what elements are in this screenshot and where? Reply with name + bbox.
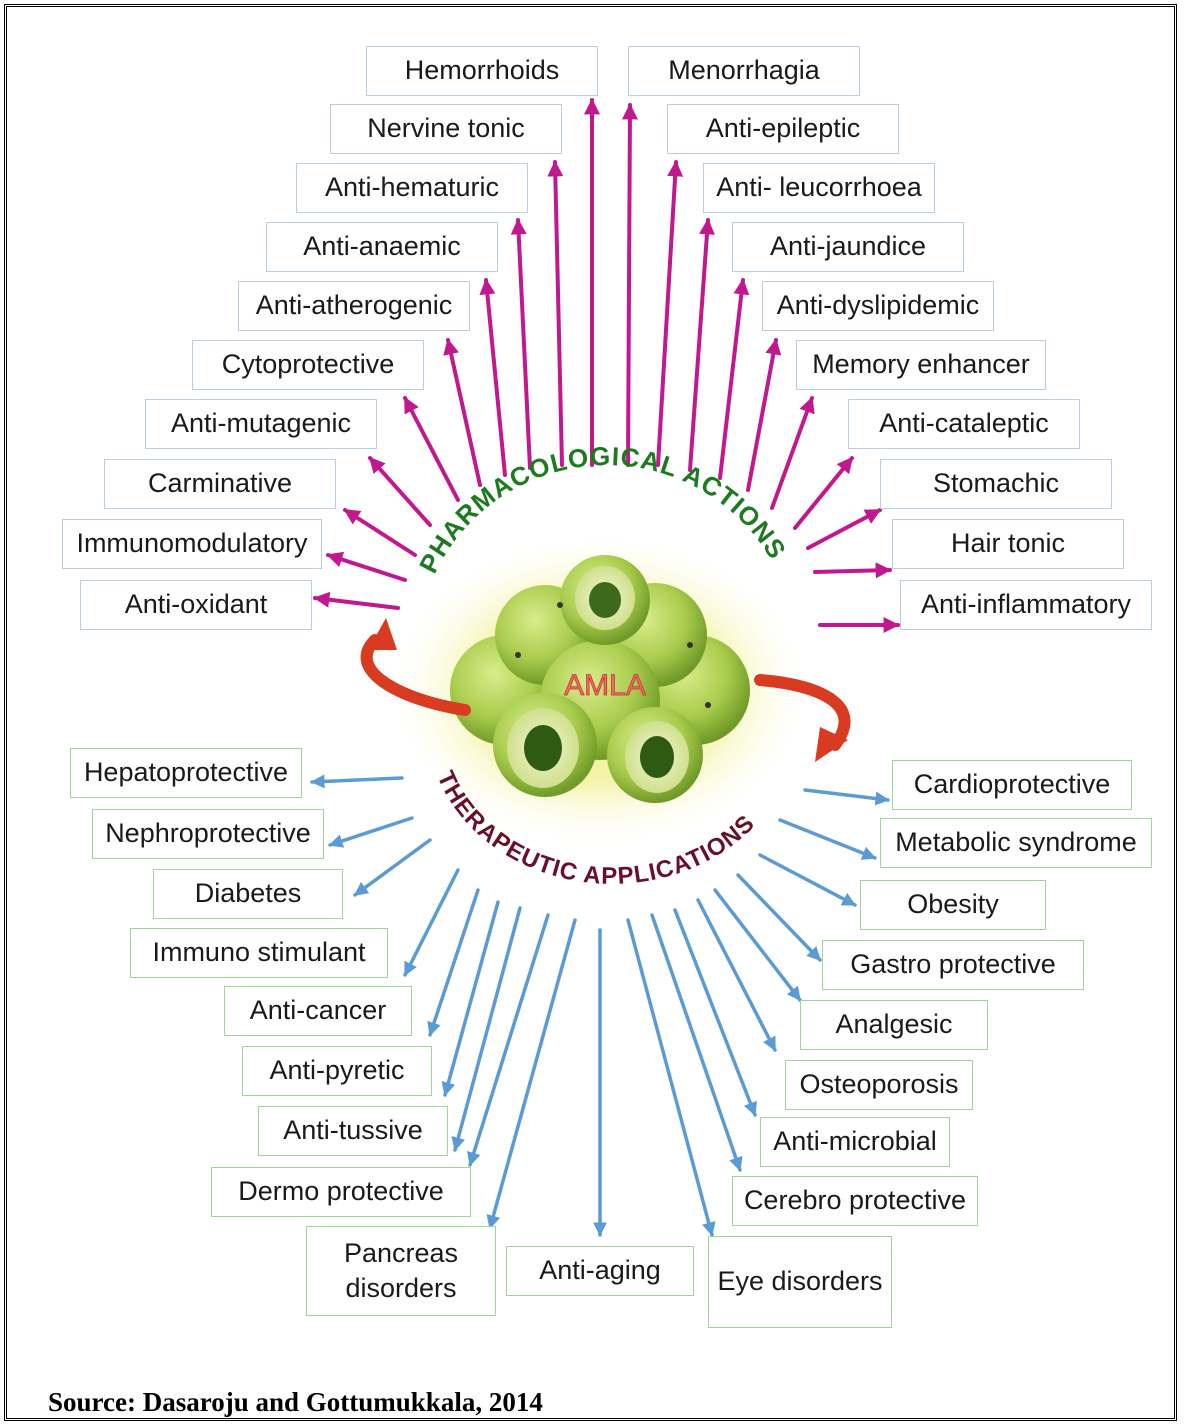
label-box-memory-enhancer: Memory enhancer <box>796 340 1046 390</box>
label-box-anti-leucorrhoea: Anti- leucorrhoea <box>703 163 935 213</box>
label-box-anti-atherogenic: Anti-atherogenic <box>238 281 470 331</box>
label-box-anti-oxidant: Anti-oxidant <box>80 580 312 630</box>
arrow-gastro-protective <box>738 875 820 960</box>
arrow-cardioprotective <box>805 790 888 800</box>
label-box-nephroprotective: Nephroprotective <box>92 809 324 859</box>
label-box-pancreas-disorders: Pancreas disorders <box>306 1226 496 1316</box>
label-box-osteoporosis: Osteoporosis <box>785 1060 973 1110</box>
arrow-hair-tonic <box>815 570 890 572</box>
arrow-anti-mutagenic <box>370 458 430 525</box>
arrow-nervine-tonic <box>555 162 562 465</box>
label-box-diabetes: Diabetes <box>153 869 343 919</box>
label-box-cytoprotective: Cytoprotective <box>192 340 424 390</box>
label-box-immunomodulatory: Immunomodulatory <box>62 519 322 569</box>
arrow-anti-oxidant <box>315 598 398 608</box>
arrow-anti-hematuric <box>518 220 530 468</box>
arrow-cytoprotective <box>405 398 458 500</box>
label-box-metabolic-syndrome: Metabolic syndrome <box>880 818 1152 868</box>
label-box-dermo-protective: Dermo protective <box>211 1167 471 1217</box>
arrow-osteoporosis <box>698 900 775 1050</box>
arrow-diabetes <box>355 840 430 895</box>
arrow-anti-jaundice <box>720 280 743 478</box>
label-box-anti-anaemic: Anti-anaemic <box>266 222 498 272</box>
arrow-menorrhagia <box>628 105 630 465</box>
arrow-analgesic <box>715 890 800 1000</box>
label-box-anti-cataleptic: Anti-cataleptic <box>848 399 1080 449</box>
arrow-memory-enhancer <box>772 398 812 508</box>
label-box-anti-dyslipidemic: Anti-dyslipidemic <box>762 281 994 331</box>
label-box-obesity: Obesity <box>860 880 1046 930</box>
source-caption: Source: Dasaroju and Gottumukkala, 2014 <box>48 1387 543 1418</box>
arrow-anti-leucorrhoea <box>690 220 708 470</box>
arrow-anti-atherogenic <box>448 340 480 485</box>
label-box-carminative: Carminative <box>104 459 336 509</box>
label-box-stomachic: Stomachic <box>880 459 1112 509</box>
label-box-eye-disorders: Eye disorders <box>708 1236 892 1328</box>
arrow-obesity <box>760 855 855 905</box>
label-box-anti-microbial: Anti-microbial <box>760 1117 950 1167</box>
label-box-anti-epileptic: Anti-epileptic <box>667 104 899 154</box>
label-box-hair-tonic: Hair tonic <box>892 519 1124 569</box>
arrow-nephroprotective <box>330 818 412 845</box>
label-box-analgesic: Analgesic <box>800 1000 988 1050</box>
label-box-hemorrhoids: Hemorrhoids <box>366 46 598 96</box>
arrow-immunomodulatory <box>328 555 405 580</box>
label-box-cerebro-protective: Cerebro protective <box>732 1176 978 1226</box>
label-box-anti-tussive: Anti-tussive <box>258 1106 448 1156</box>
label-box-anti-inflammatory: Anti-inflammatory <box>900 580 1152 630</box>
label-box-menorrhagia: Menorrhagia <box>628 46 860 96</box>
label-box-anti-mutagenic: Anti-mutagenic <box>145 399 377 449</box>
center-label: AMLA <box>564 669 646 702</box>
arrow-anti-epileptic <box>658 162 676 465</box>
arrow-metabolic-syndrome <box>780 820 875 858</box>
label-box-anti-jaundice: Anti-jaundice <box>732 222 964 272</box>
arrow-hepatoprotective <box>312 778 402 782</box>
label-box-anti-hematuric: Anti-hematuric <box>296 163 528 213</box>
arrow-stomachic <box>808 510 880 548</box>
arrow-anti-dyslipidemic <box>748 340 776 490</box>
arrow-anti-pyretic <box>445 902 498 1095</box>
label-box-anti-cancer: Anti-cancer <box>224 986 412 1036</box>
label-box-gastro-protective: Gastro protective <box>822 940 1084 990</box>
label-box-nervine-tonic: Nervine tonic <box>330 104 562 154</box>
arrow-anti-anaemic <box>486 280 505 475</box>
arrow-immuno-stimulant <box>405 870 458 975</box>
arrow-carminative <box>345 510 415 555</box>
label-box-cardioprotective: Cardioprotective <box>892 760 1132 810</box>
label-box-hepatoprotective: Hepatoprotective <box>70 748 302 798</box>
arrow-anti-cataleptic <box>795 458 852 528</box>
label-box-anti-pyretic: Anti-pyretic <box>242 1046 432 1096</box>
label-box-anti-aging: Anti-aging <box>506 1246 694 1296</box>
label-box-immuno-stimulant: Immuno stimulant <box>130 928 388 978</box>
